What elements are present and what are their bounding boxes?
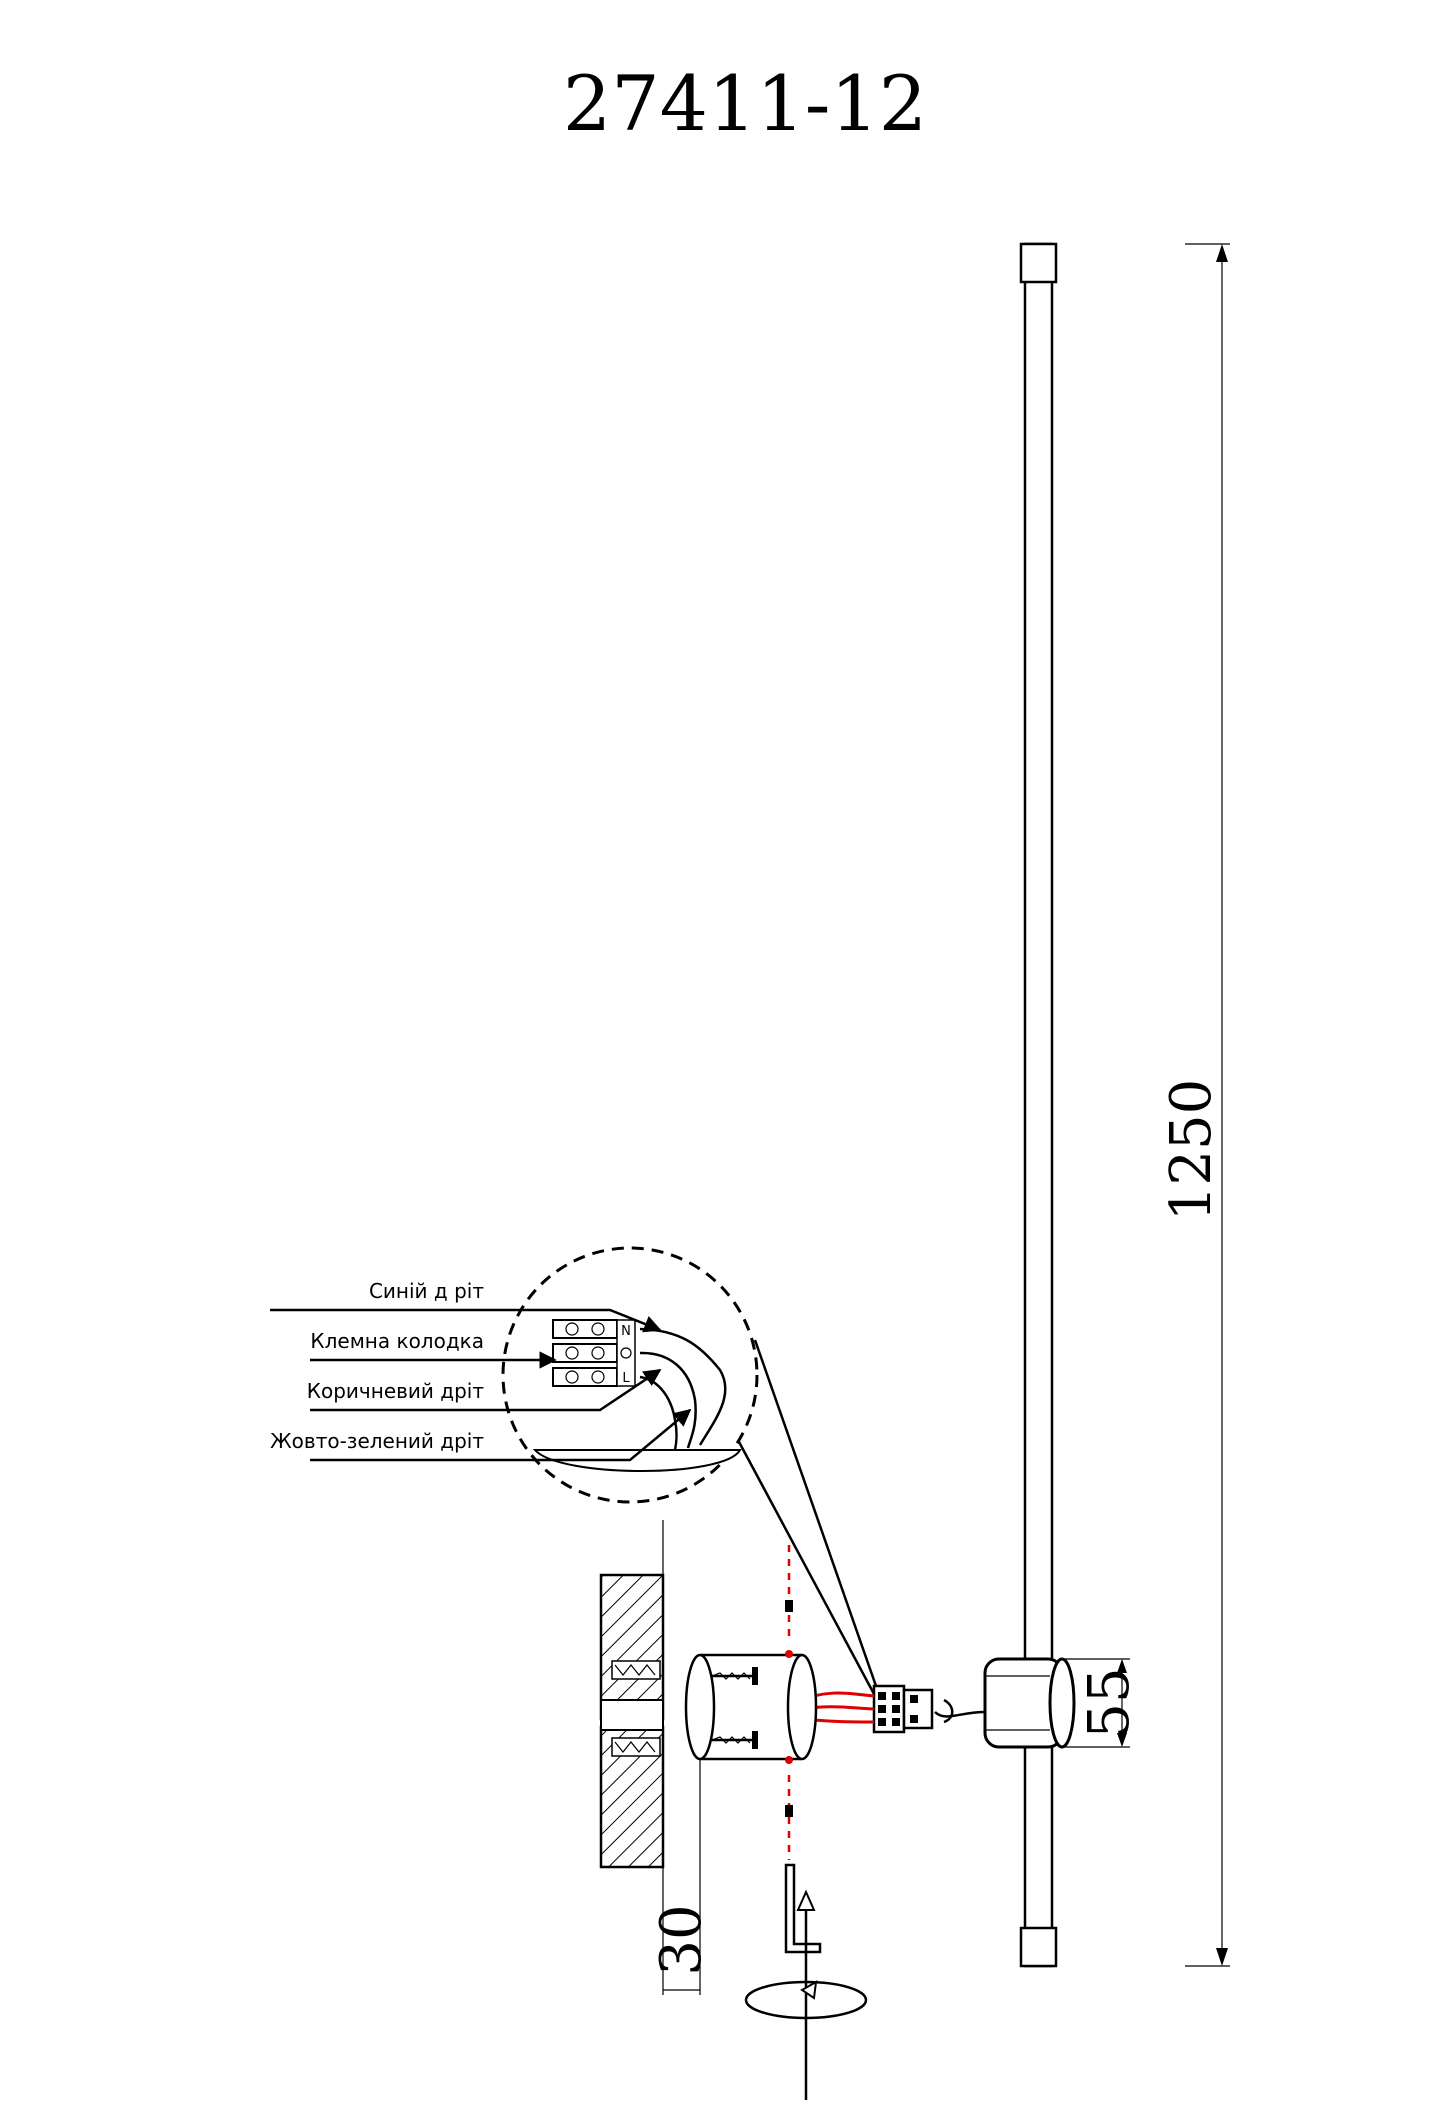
rotation-icon <box>744 1889 868 2100</box>
hex-key <box>784 1863 822 1954</box>
label-ground-wire: Жовто-зелений дріт <box>270 1429 484 1453</box>
dimension-base <box>1062 1658 1130 1748</box>
neutral-mark: N <box>621 1324 631 1339</box>
base-diameter-label: 55 <box>1077 1667 1142 1738</box>
label-brown-wire: Коричневий дріт <box>307 1379 485 1403</box>
mount-depth-label: 30 <box>649 1904 714 1975</box>
power-cable <box>934 1710 986 1718</box>
wall-anchor-top <box>611 1660 661 1680</box>
label-blue-wire: Синій д ріт <box>369 1279 484 1303</box>
mounting-cylinder <box>684 1653 818 1761</box>
live-mark: L <box>622 1371 630 1386</box>
dimension-length <box>1185 243 1230 1967</box>
ground-symbol-icon <box>620 1347 632 1359</box>
wiring-labels: Синій д ріт Клемна колодка Коричневий др… <box>270 1279 692 1462</box>
dimension-mount <box>662 1520 701 1995</box>
screw-top <box>711 1667 758 1685</box>
centre-line <box>785 1545 793 1860</box>
label-terminal-block: Клемна колодка <box>310 1329 484 1353</box>
cable-bend <box>943 1698 954 1724</box>
lamp-base <box>983 1657 1076 1749</box>
model-title: 27411-12 <box>563 59 927 148</box>
connector-block <box>872 1684 934 1734</box>
detail-callout: N L <box>501 1246 878 1695</box>
wall-anchor-bottom <box>611 1737 661 1757</box>
wall-section <box>599 1573 665 1869</box>
terminal-block-detail: N L <box>552 1319 636 1387</box>
screw-bottom <box>711 1731 758 1749</box>
bottom-end-cap <box>1019 1926 1058 1968</box>
length-label: 1250 <box>1159 1079 1224 1222</box>
top-end-cap <box>1019 242 1058 284</box>
